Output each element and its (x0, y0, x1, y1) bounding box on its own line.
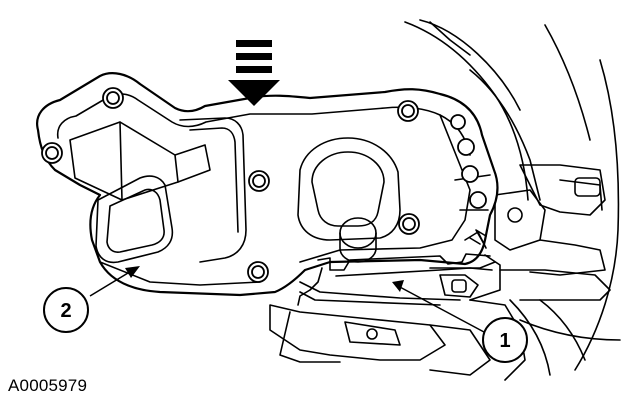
housing-details (56, 93, 493, 306)
leader-lines (89, 269, 485, 333)
callout-1: 1 (482, 317, 528, 363)
callout-2-number: 2 (60, 300, 71, 322)
background-components (269, 19, 621, 381)
callout-1-circle (482, 317, 528, 363)
callout-1-number: 1 (499, 330, 510, 352)
callout-2-circle (43, 287, 89, 333)
mounting-holes (41, 87, 487, 283)
figure-id-label: A0005979 (8, 376, 88, 395)
down-arrow-icon (228, 40, 280, 106)
callout-2: 2 (43, 287, 89, 333)
leader-arrowheads (125, 266, 404, 292)
